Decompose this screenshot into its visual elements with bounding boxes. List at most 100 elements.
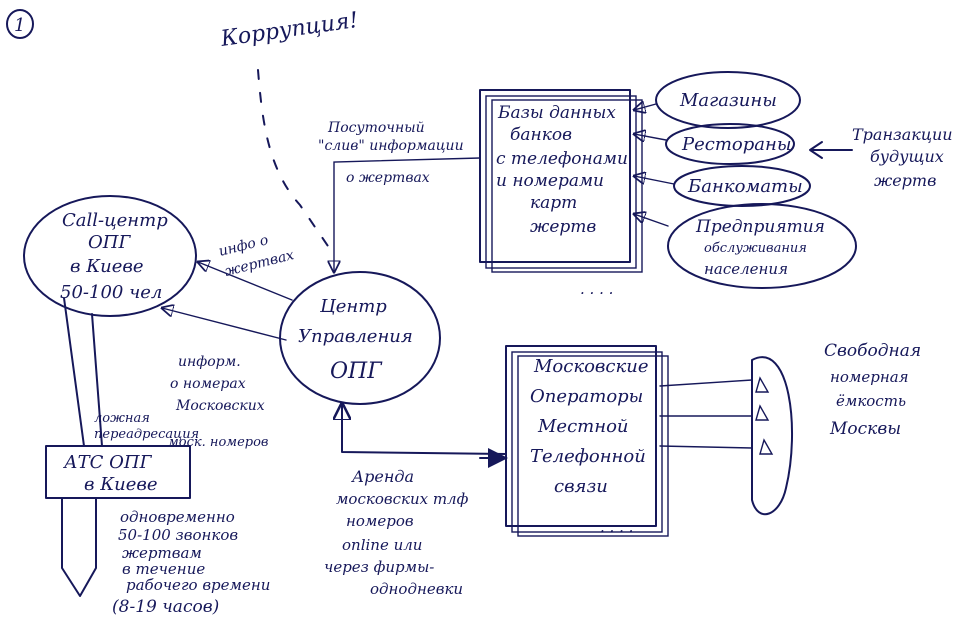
bank-db-shadow-2 (491, 99, 643, 273)
data-leak-line-2: о жертвах (346, 170, 430, 186)
source-restaurants-ellipse (665, 123, 795, 165)
transactions-arrow (809, 141, 853, 159)
info-numbers-line-1: о номерах (170, 376, 246, 392)
source-services-line-0: Предприятия (695, 217, 825, 237)
rent-line-1: московских тлф (336, 490, 469, 508)
call-center-line-2: в Киеве (70, 256, 144, 277)
corruption-label: Коррупция! (218, 8, 359, 52)
bank-db-ellipsis: . . . . (580, 280, 613, 298)
call-center-line-3: 50-100 чел (60, 282, 162, 303)
bank-db-box (479, 89, 631, 263)
free-numbers-line-1: номерная (830, 368, 909, 386)
operators-line-1: Операторы (530, 386, 643, 407)
arrow-restaurants-db (634, 134, 667, 140)
control-center-node: Центр Управления ОПГ (279, 271, 441, 405)
page-number-group: 1 (6, 9, 34, 39)
free-numbers-shape (751, 356, 794, 516)
transactions-note: Транзакции будущих жертв (809, 125, 953, 190)
operators-node: Московские Операторы Местной Телефонной … (505, 345, 669, 537)
calls-line-0: одновременно (120, 508, 235, 526)
operators-line-2: Местной (537, 416, 629, 437)
source-services-ellipse (667, 203, 857, 289)
bank-db-line-2: с телефонами (496, 149, 628, 169)
free-number-marker-1 (755, 376, 770, 393)
source-restaurants: Рестораны (665, 123, 795, 165)
control-center-line-1: Управления (298, 326, 413, 347)
arrow-db-control-center (334, 157, 481, 272)
operators-shadow-1 (511, 351, 663, 533)
free-numbers-line-3: Москвы (829, 419, 901, 439)
free-numbers-line-0: Свободная (824, 341, 921, 361)
source-services-line-2: населения (704, 260, 788, 278)
source-shops: Магазины (655, 71, 801, 129)
operators-line-4: связи (554, 476, 608, 497)
call-center-line-1: ОПГ (88, 232, 131, 253)
data-leak-annotation: Посуточный "слив" информации о жертвах (318, 120, 464, 186)
source-services: Предприятия обслуживания населения (667, 203, 857, 289)
operators-ellipsis: . . . . (600, 518, 633, 536)
call-center-line-0: Call-центр (62, 210, 168, 231)
simultaneous-calls-annotation: одновременно 50-100 звонков жертвам в те… (112, 508, 270, 617)
data-leak-line-1: "слив" информации (318, 138, 464, 154)
link-callcenter-pbx-right (91, 313, 103, 447)
operators-line-0: Московские (533, 356, 649, 377)
info-numbers-line-2: Московских (175, 398, 265, 414)
info-numbers-annotation: информ. о номерах Московских (170, 354, 265, 414)
source-restaurants-label: Рестораны (681, 134, 792, 155)
arrow-control-callcenter-bottom (162, 308, 287, 341)
free-number-marker-2 (755, 404, 770, 421)
calls-line-3: в течение (122, 560, 205, 578)
rent-line-0: Аренда (351, 467, 414, 486)
rent-line-2: номеров (346, 512, 414, 530)
arrow-atms-db (634, 176, 675, 185)
source-shops-ellipse (655, 71, 801, 129)
false-redirect-line-0: ложная (94, 411, 150, 426)
pbx-output-arrow (61, 497, 97, 597)
page-number: 1 (14, 15, 25, 36)
source-services-line-1: обслуживания (704, 241, 807, 256)
control-center-line-2: ОПГ (330, 359, 383, 384)
transactions-line-1: будущих (870, 147, 944, 166)
operators-line-3: Телефонной (530, 446, 646, 467)
pbx-box (45, 445, 191, 499)
link-callcenter-pbx-left (63, 297, 85, 447)
link-operators-pool-1 (659, 379, 753, 387)
source-atms-label: Банкоматы (687, 176, 803, 197)
pbx-node: АТС ОПГ в Киеве (45, 445, 191, 499)
call-center-node: Call-центр ОПГ в Киеве 50-100 чел (23, 195, 197, 317)
arrow-control-callcenter-top (198, 262, 293, 301)
source-atms: Банкоматы (673, 165, 811, 207)
bank-db-line-4: карт (530, 193, 577, 213)
transactions-line-2: жертв (874, 171, 936, 190)
rent-line-5: однодневки (370, 580, 463, 598)
rent-line-4: через фирмы- (324, 558, 434, 576)
corruption-dashed-link (257, 69, 333, 253)
calls-line-5: (8-19 часов) (112, 597, 219, 617)
free-number-marker-3 (759, 438, 774, 455)
free-numbers-note: Свободная номерная ёмкость Москвы (824, 341, 921, 439)
page-number-circle (6, 9, 34, 39)
source-atms-ellipse (673, 165, 811, 207)
pbx-line-0: АТС ОПГ (62, 452, 153, 473)
bank-db-line-5: жертв (530, 217, 596, 237)
bank-db-node: Базы данных банков с телефонами и номера… (479, 89, 643, 298)
free-numbers-pool (751, 356, 794, 516)
transactions-line-0: Транзакции (852, 125, 953, 144)
false-redirect-line-2: моск. номеров (168, 435, 269, 450)
bank-db-line-0: Базы данных (497, 103, 616, 123)
rent-line-3: online или (342, 536, 422, 554)
link-operators-pool-3 (659, 445, 753, 449)
pbx-line-1: в Киеве (84, 474, 158, 495)
call-center-ellipse (23, 195, 197, 317)
control-center-line-0: Центр (319, 296, 387, 317)
info-numbers-line-0: информ. (178, 354, 241, 370)
calls-line-2: жертвам (122, 544, 202, 562)
free-numbers-line-2: ёмкость (836, 392, 906, 410)
bank-db-line-3: и номерами (496, 171, 604, 191)
operators-box (505, 345, 657, 527)
data-leak-line-0: Посуточный (327, 120, 425, 136)
bank-db-line-1: банков (510, 125, 572, 145)
calls-line-4: рабочего времени (126, 576, 270, 594)
arrow-operators-control-center (342, 404, 507, 455)
